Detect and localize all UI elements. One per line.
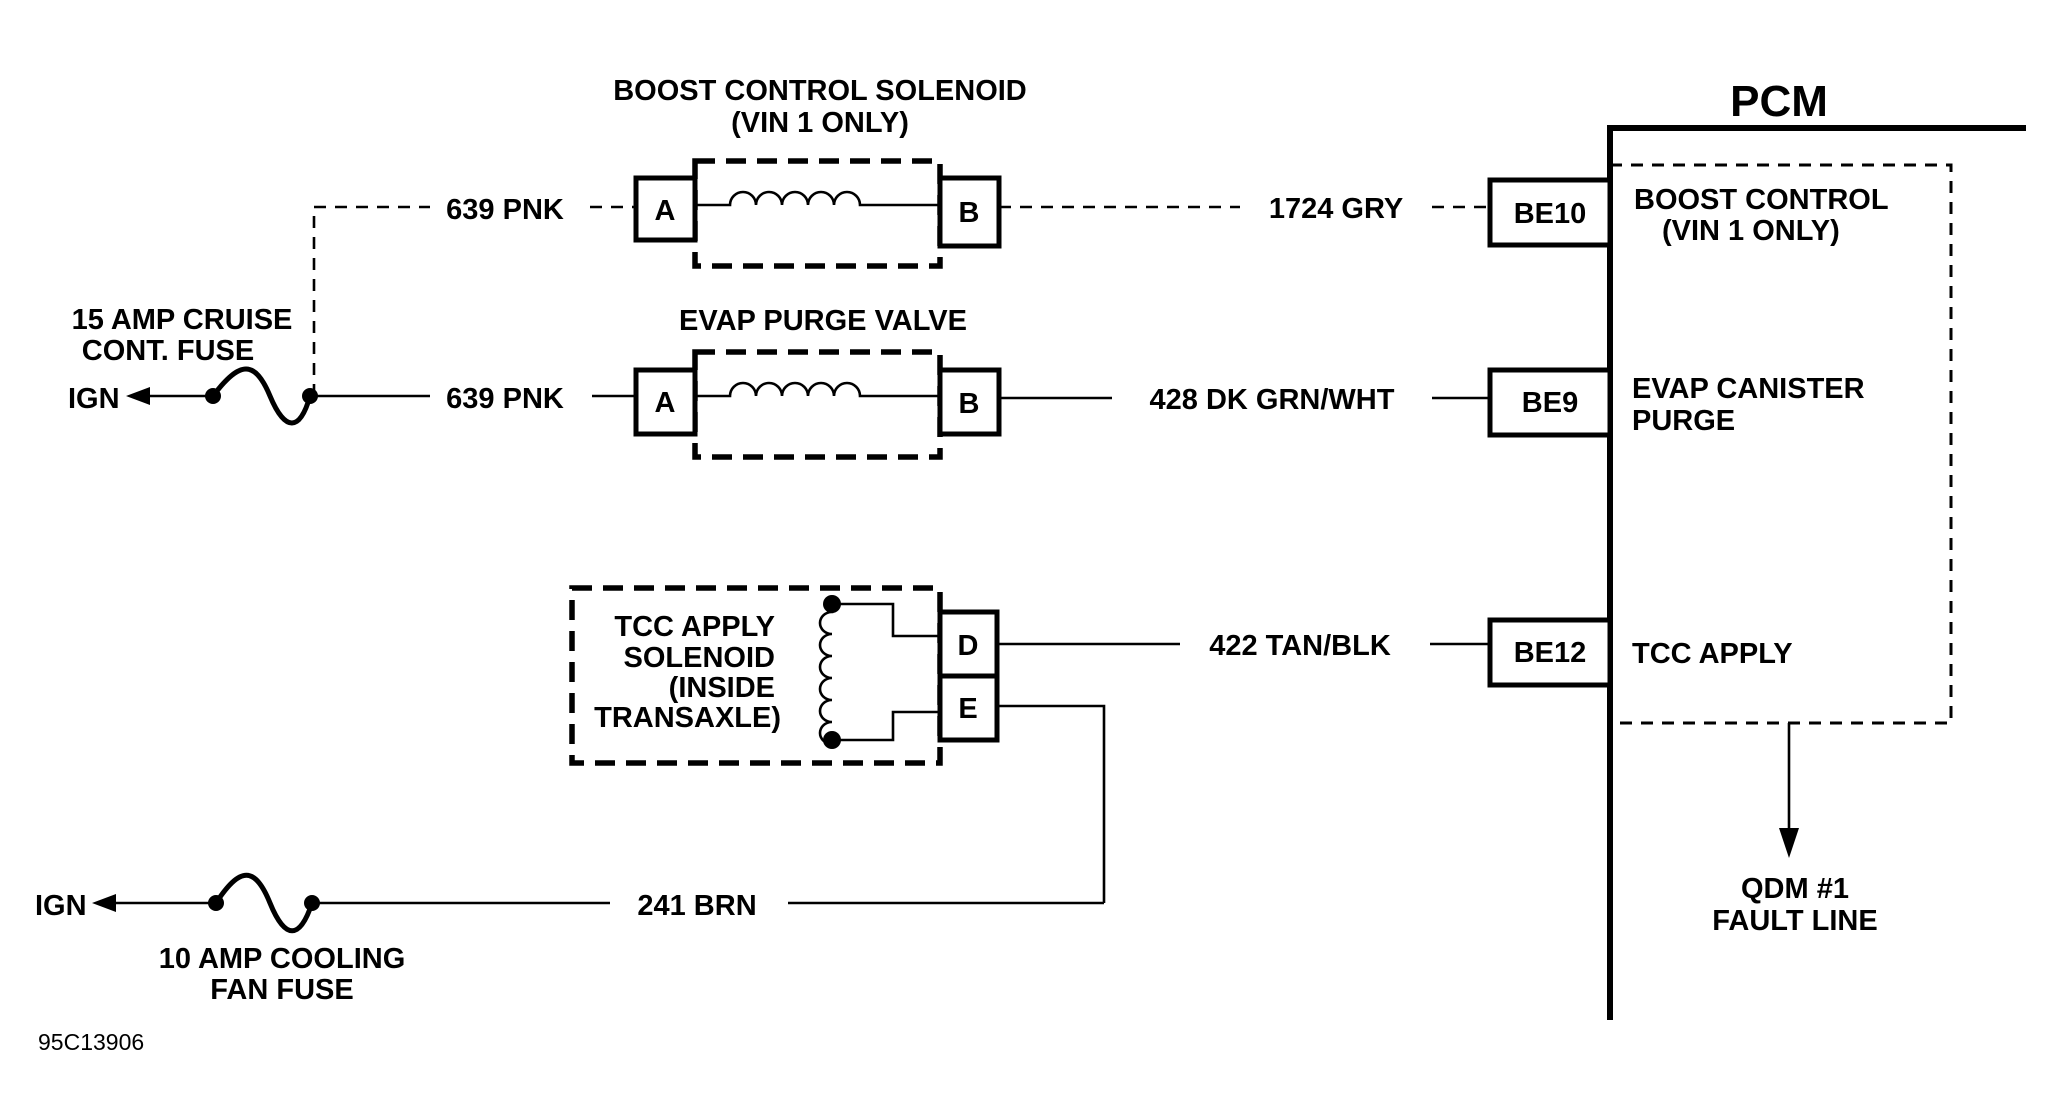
pcm-pin-be10-label-line2: (VIN 1 ONLY)	[1662, 215, 1840, 247]
tcc-internal-wire-d	[832, 602, 940, 638]
tcc-terminal-d-label: D	[958, 630, 979, 662]
tcc-label-line1: TCC APPLY	[614, 611, 775, 643]
boost-wire-out-label: 1724 GRY	[1269, 193, 1403, 225]
tcc-label-line2: SOLENOID	[624, 642, 775, 674]
tcc-apply-solenoid: TCC APPLY SOLENOID (INSIDE TRANSAXLE) D …	[569, 585, 1000, 766]
tcc-wire-d-label: 422 TAN/BLK	[1209, 630, 1391, 662]
cruise-ign-label: IGN	[68, 383, 120, 415]
boost-solenoid-housing	[692, 158, 943, 269]
boost-wire-in-label: 639 PNK	[446, 194, 564, 226]
tcc-internal-wire-e	[832, 710, 940, 742]
boost-terminal-a	[633, 175, 698, 243]
cooling-fuse-label-line1: 10 AMP COOLING	[159, 943, 406, 975]
boost-control-solenoid: BOOST CONTROL SOLENOID (VIN 1 ONLY) A B	[613, 75, 1027, 269]
tcc-terminal-e	[937, 673, 1000, 743]
evap-terminal-b	[937, 367, 1002, 437]
pcm-pin-be9-id: BE9	[1522, 387, 1578, 419]
cruise-fuse-icon	[211, 366, 313, 426]
boost-terminal-a-label: A	[655, 195, 676, 227]
cruise-ign-arrow-icon	[126, 387, 150, 405]
cruise-fuse-label-line2: CONT. FUSE	[82, 335, 254, 367]
pcm-module: PCM BE10 BOOST CONTROL (VIN 1 ONLY) BE9 …	[1487, 77, 2026, 1020]
tcc-label-line3: (INSIDE	[669, 672, 775, 704]
pcm-pin-be12	[1487, 617, 1613, 688]
cooling-fuse-circuit: IGN 241 BRN 10 AMP COOLING FAN FUSE	[35, 704, 1106, 1006]
boost-solenoid-title-line2: (VIN 1 ONLY)	[731, 107, 909, 139]
figure-id: 95C13906	[38, 1029, 144, 1055]
boost-coil-icon	[695, 190, 940, 207]
evap-terminal-b-label: B	[959, 388, 980, 420]
evap-wire-out-label: 428 DK GRN/WHT	[1150, 384, 1395, 416]
pcm-pin-be12-id: BE12	[1514, 637, 1587, 669]
tcc-terminal-e-label: E	[958, 693, 977, 725]
pcm-pin-be9	[1487, 367, 1613, 438]
pcm-internal-dashed-box	[1608, 163, 1953, 725]
pcm-pin-be10-label-line1: BOOST CONTROL	[1634, 184, 1889, 216]
pcm-pin-be10-id: BE10	[1514, 198, 1587, 230]
qdm-label-line1: QDM #1	[1741, 873, 1849, 905]
cooling-fuse-label-line2: FAN FUSE	[210, 974, 353, 1006]
cooling-ign-arrow-icon	[92, 894, 116, 912]
evap-terminal-a-label: A	[655, 387, 676, 419]
tcc-label-line4: TRANSAXLE)	[594, 702, 781, 734]
pcm-pin-be9-label-line2: PURGE	[1632, 405, 1735, 437]
boost-terminal-b-label: B	[959, 197, 980, 229]
qdm-arrow-icon	[1779, 828, 1799, 858]
cooling-ign-label: IGN	[35, 890, 87, 922]
boost-terminal-b	[937, 175, 1002, 249]
cruise-fuse-circuit: 15 AMP CRUISE CONT. FUSE IGN 639 PNK 639…	[68, 194, 636, 426]
qdm-label-line2: FAULT LINE	[1712, 905, 1877, 937]
evap-purge-valve: EVAP PURGE VALVE A B	[633, 305, 1002, 460]
tcc-wire-e-label: 241 BRN	[637, 890, 756, 922]
boost-solenoid-title-line1: BOOST CONTROL SOLENOID	[613, 75, 1027, 107]
boost-supply-wire-dashed	[312, 205, 430, 396]
pcm-pin-be10	[1487, 177, 1613, 248]
pcm-title: PCM	[1730, 77, 1828, 126]
evap-wire-in-label: 639 PNK	[446, 383, 564, 415]
pcm-signal-wires: 1724 GRY 428 DK GRN/WHT 422 TAN/BLK	[997, 193, 1490, 662]
evap-valve-housing	[692, 349, 943, 460]
cooling-fuse-icon	[213, 872, 315, 934]
evap-valve-title: EVAP PURGE VALVE	[679, 305, 967, 337]
cruise-fuse-label-line1: 15 AMP CRUISE	[72, 304, 293, 336]
evap-coil-icon	[695, 381, 940, 398]
pcm-pin-be12-label: TCC APPLY	[1632, 638, 1793, 670]
pcm-pin-be9-label-line1: EVAP CANISTER	[1632, 373, 1865, 405]
tcc-coil-icon	[818, 604, 834, 746]
tcc-wire-e-route	[997, 704, 1106, 903]
evap-terminal-a	[633, 367, 698, 437]
tcc-solenoid-housing	[569, 585, 943, 766]
